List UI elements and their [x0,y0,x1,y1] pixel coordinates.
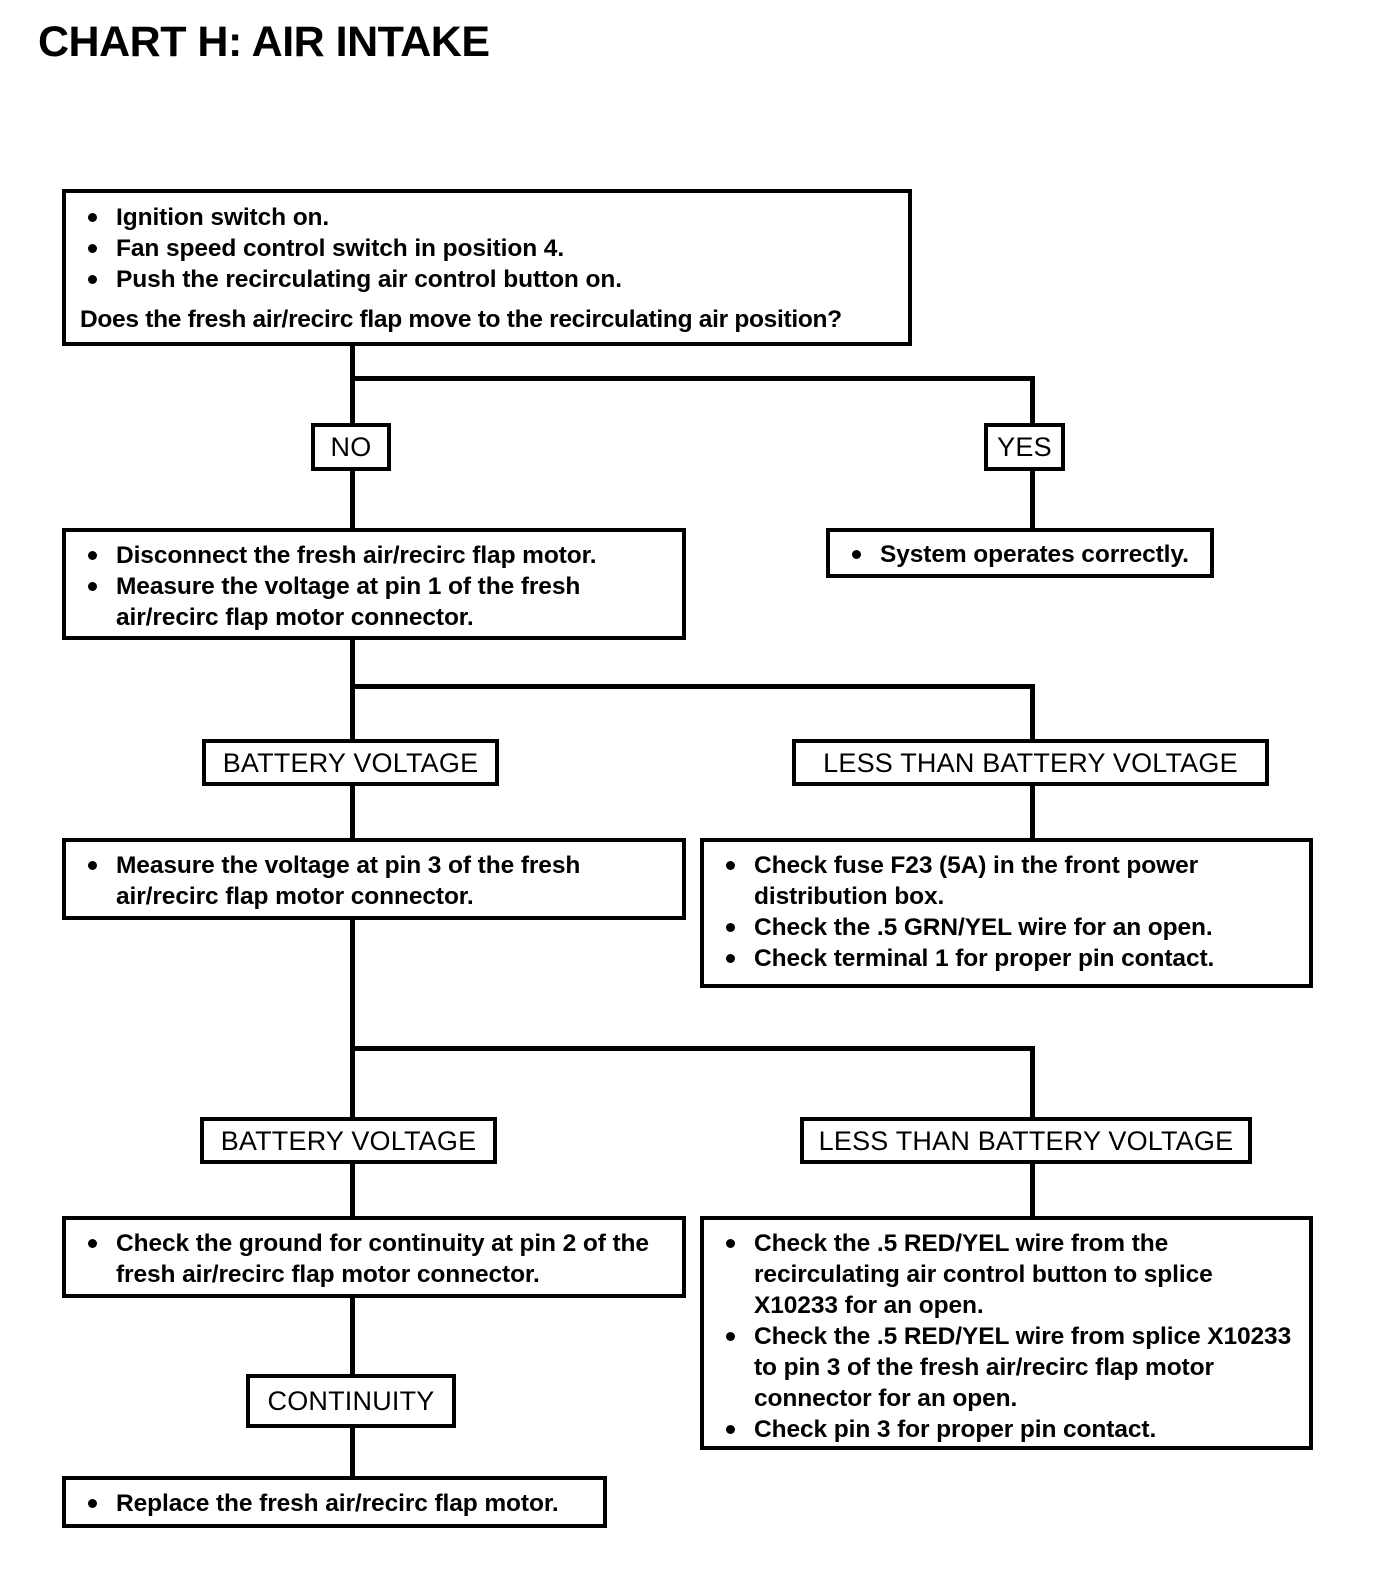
list-item: Measure the voltage at pin 3 of the fres… [78,850,672,912]
list-item-label: Push the recirculating air control butto… [116,266,622,293]
bullet-icon [726,861,735,870]
list-item: Check the .5 RED/YEL wire from splice X1… [716,1321,1299,1414]
bullet-icon [726,1239,735,1248]
bullet-icon [726,923,735,932]
connector-pin3-split [350,1046,1035,1051]
result-label-text: CONTINUITY [267,1386,435,1416]
list-item-label: Check the ground for continuity at pin 2… [116,1230,649,1288]
replace-motor-box: Replace the fresh air/recirc flap motor. [62,1476,607,1528]
list-item: Check pin 3 for proper pin contact. [716,1414,1299,1445]
check-fuse-box: Check fuse F23 (5A) in the front power d… [700,838,1313,988]
result-label-battery-voltage-1: BATTERY VOLTAGE [202,739,499,786]
connector-to-less-1 [1030,684,1035,741]
bullet-icon [88,275,97,284]
list-item: Push the recirculating air control butto… [78,264,898,295]
list-item: Ignition switch on. [78,202,898,233]
branch-label-no: NO [311,423,391,471]
system-ok-list: System operates correctly. [842,539,1200,570]
result-label-text: LESS THAN BATTERY VOLTAGE [818,1125,1234,1156]
connector-battery1-down [350,786,355,838]
disconnect-measure-pin1-box: Disconnect the fresh air/recirc flap mot… [62,528,686,640]
check-ground-list: Check the ground for continuity at pin 2… [78,1228,672,1290]
bullet-icon [726,1425,735,1434]
result-label-text: LESS THAN BATTERY VOLTAGE [823,747,1238,778]
result-label-less-than-battery-voltage-2: LESS THAN BATTERY VOLTAGE [800,1117,1252,1164]
bullet-icon [88,1239,97,1248]
connector-to-less-2 [1030,1046,1035,1127]
result-label-continuity: CONTINUITY [246,1374,456,1428]
list-item: Check the ground for continuity at pin 2… [78,1228,672,1290]
list-item-label: System operates correctly. [880,541,1189,568]
list-item: Replace the fresh air/recirc flap motor. [78,1488,593,1519]
list-item-label: Check pin 3 for proper pin contact. [754,1416,1157,1443]
connector-start-down [350,346,355,380]
bullet-icon [88,861,97,870]
check-ground-pin2-box: Check the ground for continuity at pin 2… [62,1216,686,1298]
list-item-label: Check terminal 1 for proper pin contact. [754,945,1215,972]
list-item-label: Check fuse F23 (5A) in the front power d… [754,852,1199,910]
connector-step1-down [350,640,355,687]
bullet-icon [726,954,735,963]
bullet-icon [726,1332,735,1341]
bullet-icon [88,244,97,253]
connector-to-no [350,376,355,423]
list-item-label: Check the .5 GRN/YEL wire for an open. [754,914,1213,941]
measure-pin3-box: Measure the voltage at pin 3 of the fres… [62,838,686,920]
connector-to-battery-2 [350,1046,355,1127]
bullet-icon [88,1499,97,1508]
list-item: Disconnect the fresh air/recirc flap mot… [78,540,672,571]
page-title: CHART H: AIR INTAKE [38,18,490,66]
connector-to-yes [1030,376,1035,423]
branch-label-yes-text: YES [997,432,1052,462]
list-item: Check the .5 GRN/YEL wire for an open. [716,912,1299,943]
list-item-label: Measure the voltage at pin 3 of the fres… [116,852,581,910]
bullet-icon [852,550,861,559]
check-fuse-list: Check fuse F23 (5A) in the front power d… [716,850,1299,974]
connector-less2-down [1030,1164,1035,1216]
connector-battery2-down [350,1164,355,1216]
initial-conditions-box: Ignition switch on. Fan speed control sw… [62,189,912,346]
connector-less1-down [1030,786,1035,838]
measure-pin3-list: Measure the voltage at pin 3 of the fres… [78,850,672,912]
connector-to-battery-1 [350,684,355,741]
result-label-battery-voltage-2: BATTERY VOLTAGE [200,1117,497,1164]
list-item-label: Ignition switch on. [116,204,330,231]
connector-step1-split [350,684,1035,689]
connector-continuity-down [350,1428,355,1478]
disconnect-measure-list: Disconnect the fresh air/recirc flap mot… [78,540,672,633]
list-item: Check terminal 1 for proper pin contact. [716,943,1299,974]
list-item: System operates correctly. [842,539,1200,570]
result-label-text: BATTERY VOLTAGE [220,1125,477,1156]
connector-yes-down [1030,471,1035,528]
bullet-icon [88,582,97,591]
list-item: Check fuse F23 (5A) in the front power d… [716,850,1299,912]
list-item-label: Fan speed control switch in position 4. [116,235,565,262]
check-red-yel-list: Check the .5 RED/YEL wire from the recir… [716,1228,1299,1445]
initial-conditions-list: Ignition switch on. Fan speed control sw… [78,202,898,295]
replace-motor-list: Replace the fresh air/recirc flap motor. [78,1488,593,1519]
connector-no-down [350,471,355,528]
system-ok-box: System operates correctly. [826,528,1214,578]
list-item: Measure the voltage at pin 1 of the fres… [78,571,672,633]
list-item-label: Replace the fresh air/recirc flap motor. [116,1490,559,1517]
branch-label-yes: YES [984,423,1065,471]
list-item-label: Disconnect the fresh air/recirc flap mot… [116,542,597,569]
list-item-label: Check the .5 RED/YEL wire from splice X1… [754,1323,1292,1412]
list-item: Fan speed control switch in position 4. [78,233,898,264]
connector-start-split [350,376,1035,381]
branch-label-no-text: NO [330,432,372,462]
connector-ground-down [350,1298,355,1376]
list-item-label: Check the .5 RED/YEL wire from the recir… [754,1230,1213,1319]
list-item-label: Measure the voltage at pin 1 of the fres… [116,573,581,631]
result-label-text: BATTERY VOLTAGE [222,747,479,778]
result-label-less-than-battery-voltage-1: LESS THAN BATTERY VOLTAGE [792,739,1269,786]
list-item: Check the .5 RED/YEL wire from the recir… [716,1228,1299,1321]
decision-question: Does the fresh air/recirc flap move to t… [80,306,842,333]
check-red-yel-wire-box: Check the .5 RED/YEL wire from the recir… [700,1216,1313,1450]
bullet-icon [88,551,97,560]
connector-pin3-down [350,920,355,1050]
bullet-icon [88,213,97,222]
